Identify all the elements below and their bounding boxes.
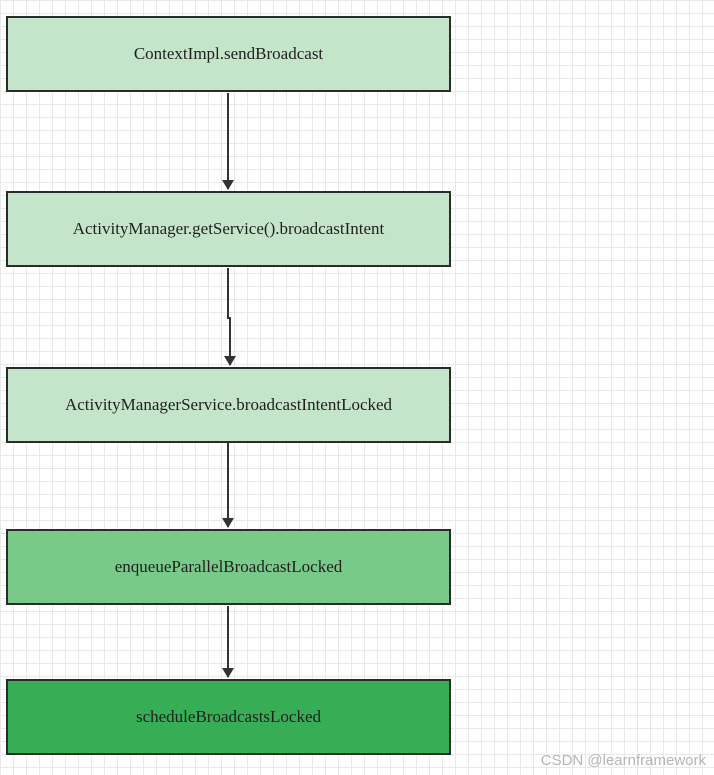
- arrow-2-to-3: [224, 268, 236, 366]
- node-label: enqueueParallelBroadcastLocked: [114, 557, 343, 576]
- node-enqueue-parallel-broadcast-locked[interactable]: enqueueParallelBroadcastLocked: [6, 529, 451, 605]
- node-context-impl-send-broadcast[interactable]: ContextImpl.sendBroadcast: [6, 16, 451, 92]
- node-ams-broadcast-intent-locked[interactable]: ActivityManagerService.broadcastIntentLo…: [6, 367, 451, 443]
- watermark: CSDN @learnframework: [540, 752, 706, 769]
- node-label: ActivityManager.getService().broadcastIn…: [72, 219, 385, 238]
- node-label: ContextImpl.sendBroadcast: [133, 44, 324, 63]
- node-label: ActivityManagerService.broadcastIntentLo…: [64, 395, 393, 414]
- node-schedule-broadcasts-locked[interactable]: scheduleBroadcastsLocked: [6, 679, 451, 755]
- node-activity-manager-broadcast-intent[interactable]: ActivityManager.getService().broadcastIn…: [6, 191, 451, 267]
- node-label: scheduleBroadcastsLocked: [135, 707, 322, 726]
